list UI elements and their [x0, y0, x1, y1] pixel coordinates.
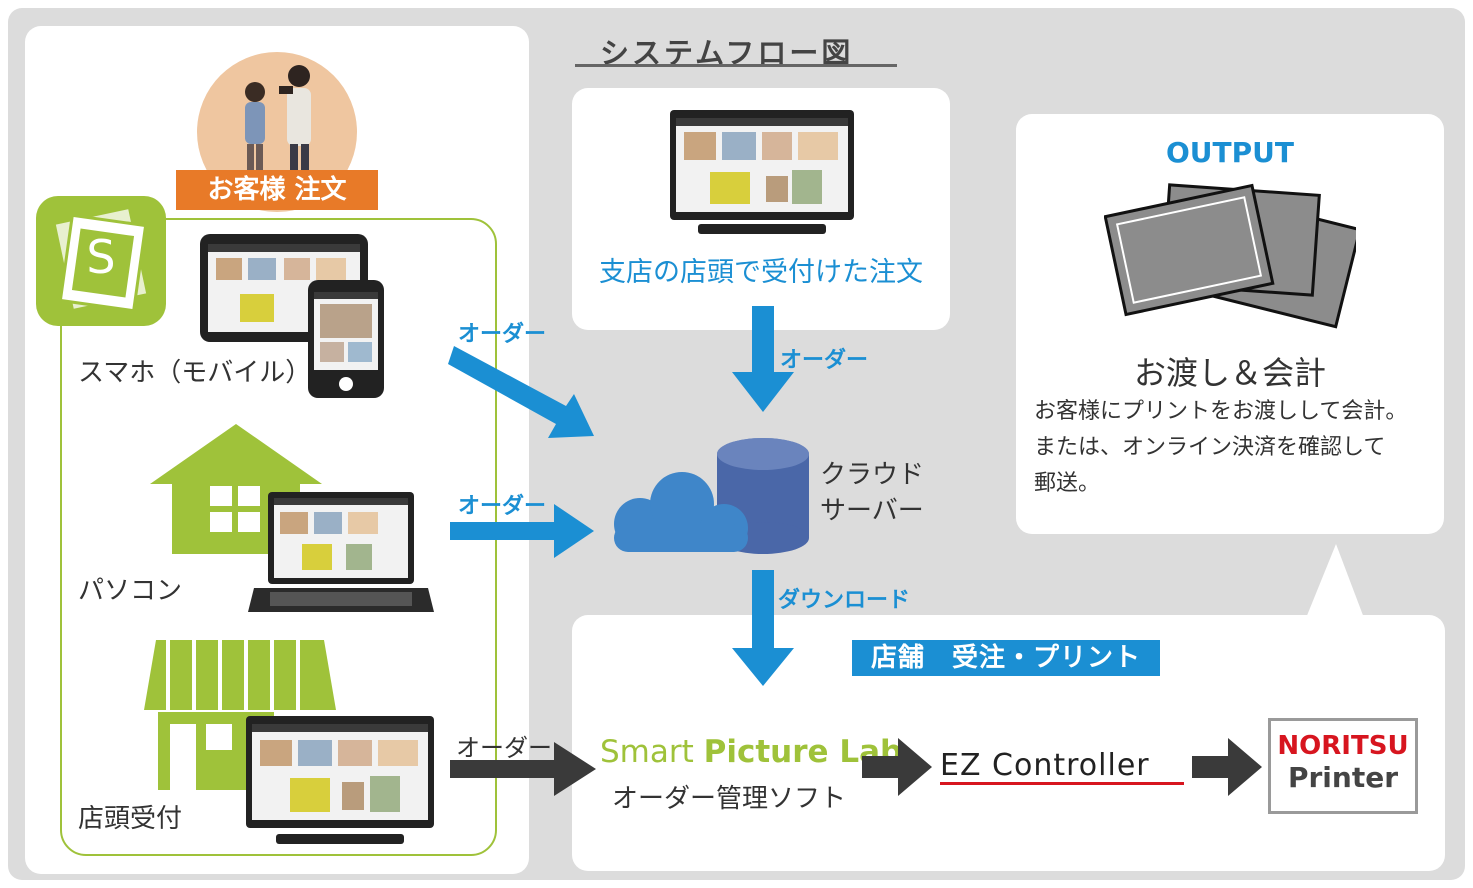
app-icon-letter: S — [86, 230, 116, 284]
noritsu-printer-badge: NORITSU Printer — [1268, 718, 1418, 814]
arrow-store-counter-to-spl — [450, 742, 596, 796]
branch-label: 支店の店頭で受付けた注文 — [599, 257, 923, 288]
output-title: お渡し＆会計 — [1133, 354, 1326, 392]
laptop-icon — [248, 492, 434, 612]
spl-logo: Smart Picture Lab — [600, 734, 902, 770]
output-desc-line2: または、オンライン決済を確認して — [1034, 435, 1386, 460]
channel-mobile-label: スマホ（モバイル） — [78, 358, 312, 388]
output-desc-line1: お客様にプリントをお渡しして会計。 — [1034, 399, 1408, 424]
arrow-ez-to-printer — [1192, 738, 1262, 796]
spl-logo-word1: Smart — [600, 734, 694, 770]
noritsu-printer-word: Printer — [1287, 761, 1399, 794]
output-desc-line3: 郵送。 — [1034, 471, 1101, 496]
title-underline — [575, 64, 897, 67]
cloud-label-line2: サーバー — [820, 496, 924, 526]
cloud-server-icon — [614, 438, 809, 554]
arrow-mobile-to-cloud — [448, 346, 594, 438]
phone-icon — [308, 280, 384, 398]
output-heading: OUTPUT — [1166, 136, 1294, 169]
ez-controller-logo: EZ Controller — [940, 748, 1150, 783]
order-label-pc: オーダー — [458, 494, 547, 519]
store-print-tag: 店舗 受注・プリント — [852, 640, 1160, 676]
channel-store-label: 店頭受付 — [78, 804, 183, 834]
order-label-store: オーダー — [456, 734, 552, 762]
store-monitor-icon — [246, 716, 434, 844]
arrow-branch-to-cloud — [732, 306, 794, 412]
channel-pc-label: パソコン — [78, 576, 183, 606]
ez-underline — [940, 782, 1184, 785]
arrow-cloud-to-store — [732, 570, 794, 686]
cloud-label-line1: クラウド — [820, 460, 925, 490]
download-label: ダウンロード — [778, 588, 911, 613]
arrow-spl-to-ez — [862, 738, 932, 796]
arrow-pc-to-cloud — [450, 504, 594, 558]
customer-order-tag: お客様 注文 — [176, 170, 378, 210]
spl-subtitle: オーダー管理ソフト — [612, 784, 847, 814]
noritsu-brand: NORITSU — [1277, 731, 1409, 761]
output-callout-tail — [1306, 544, 1364, 618]
app-photo-stack-icon — [55, 209, 148, 313]
order-label-mobile: オーダー — [458, 322, 547, 347]
output-panel — [1016, 114, 1444, 534]
app-icon[interactable]: S — [36, 196, 166, 326]
branch-monitor-icon — [670, 110, 854, 234]
prints-stack-icon — [1104, 183, 1356, 329]
order-label-branch: オーダー — [780, 348, 869, 373]
